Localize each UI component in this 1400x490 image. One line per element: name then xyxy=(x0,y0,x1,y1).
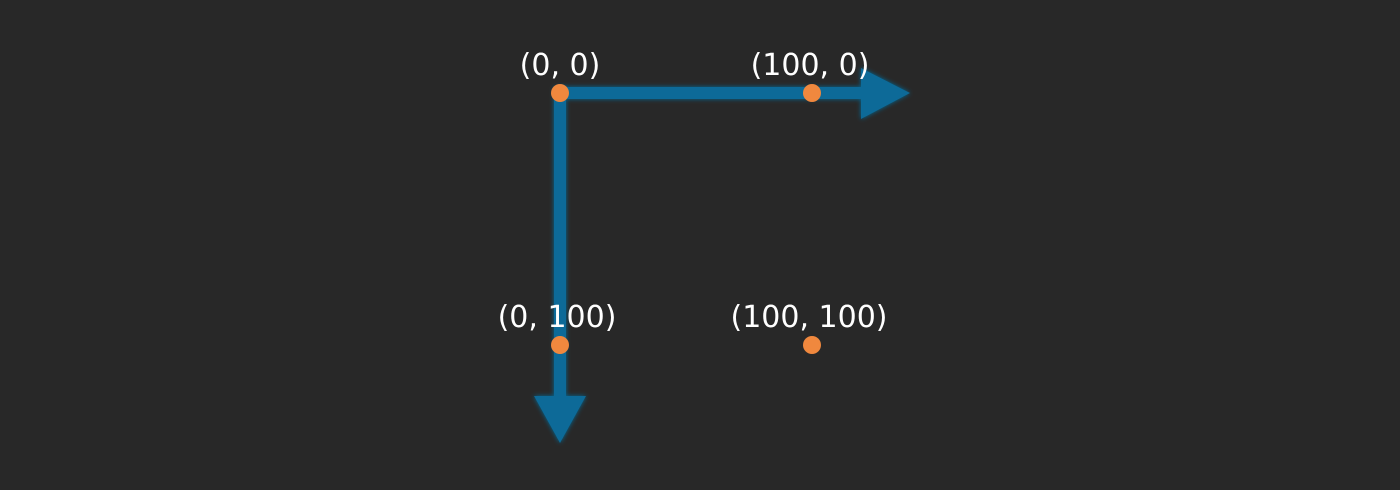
label-xy100: (100, 100) xyxy=(730,300,887,335)
label-x100: (100, 0) xyxy=(751,48,870,83)
point-origin xyxy=(551,84,569,102)
y-axis-arrow xyxy=(534,87,586,443)
point-y100 xyxy=(551,336,569,354)
point-x100 xyxy=(803,84,821,102)
label-y100: (0, 100) xyxy=(498,300,617,335)
point-xy100 xyxy=(803,336,821,354)
label-origin: (0, 0) xyxy=(520,48,601,83)
